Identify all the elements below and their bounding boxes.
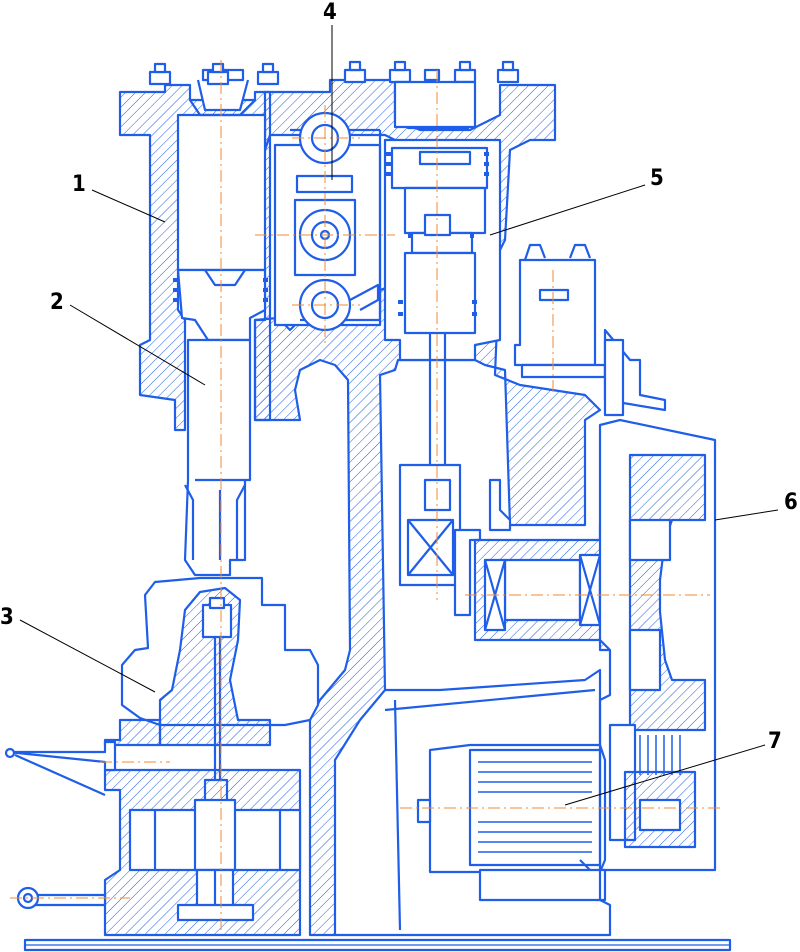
callout-label-5: 5 <box>650 166 664 191</box>
leader-lines <box>19 25 779 806</box>
callout-label-3: 3 <box>0 605 14 630</box>
tool-rest <box>6 740 117 772</box>
lower-frame <box>335 668 612 937</box>
callout-label-7: 7 <box>768 729 782 754</box>
ram-rod <box>183 338 252 577</box>
top-bolts-left <box>148 62 280 86</box>
anvil-block <box>103 718 162 747</box>
callout-label-6: 6 <box>784 490 798 515</box>
callout-label-2: 2 <box>50 290 64 315</box>
callout-label-4: 4 <box>323 0 337 25</box>
control-box <box>513 258 597 367</box>
center-lines <box>10 60 720 930</box>
callout-label-1: 1 <box>72 172 86 197</box>
top-bolts-right <box>343 60 520 84</box>
